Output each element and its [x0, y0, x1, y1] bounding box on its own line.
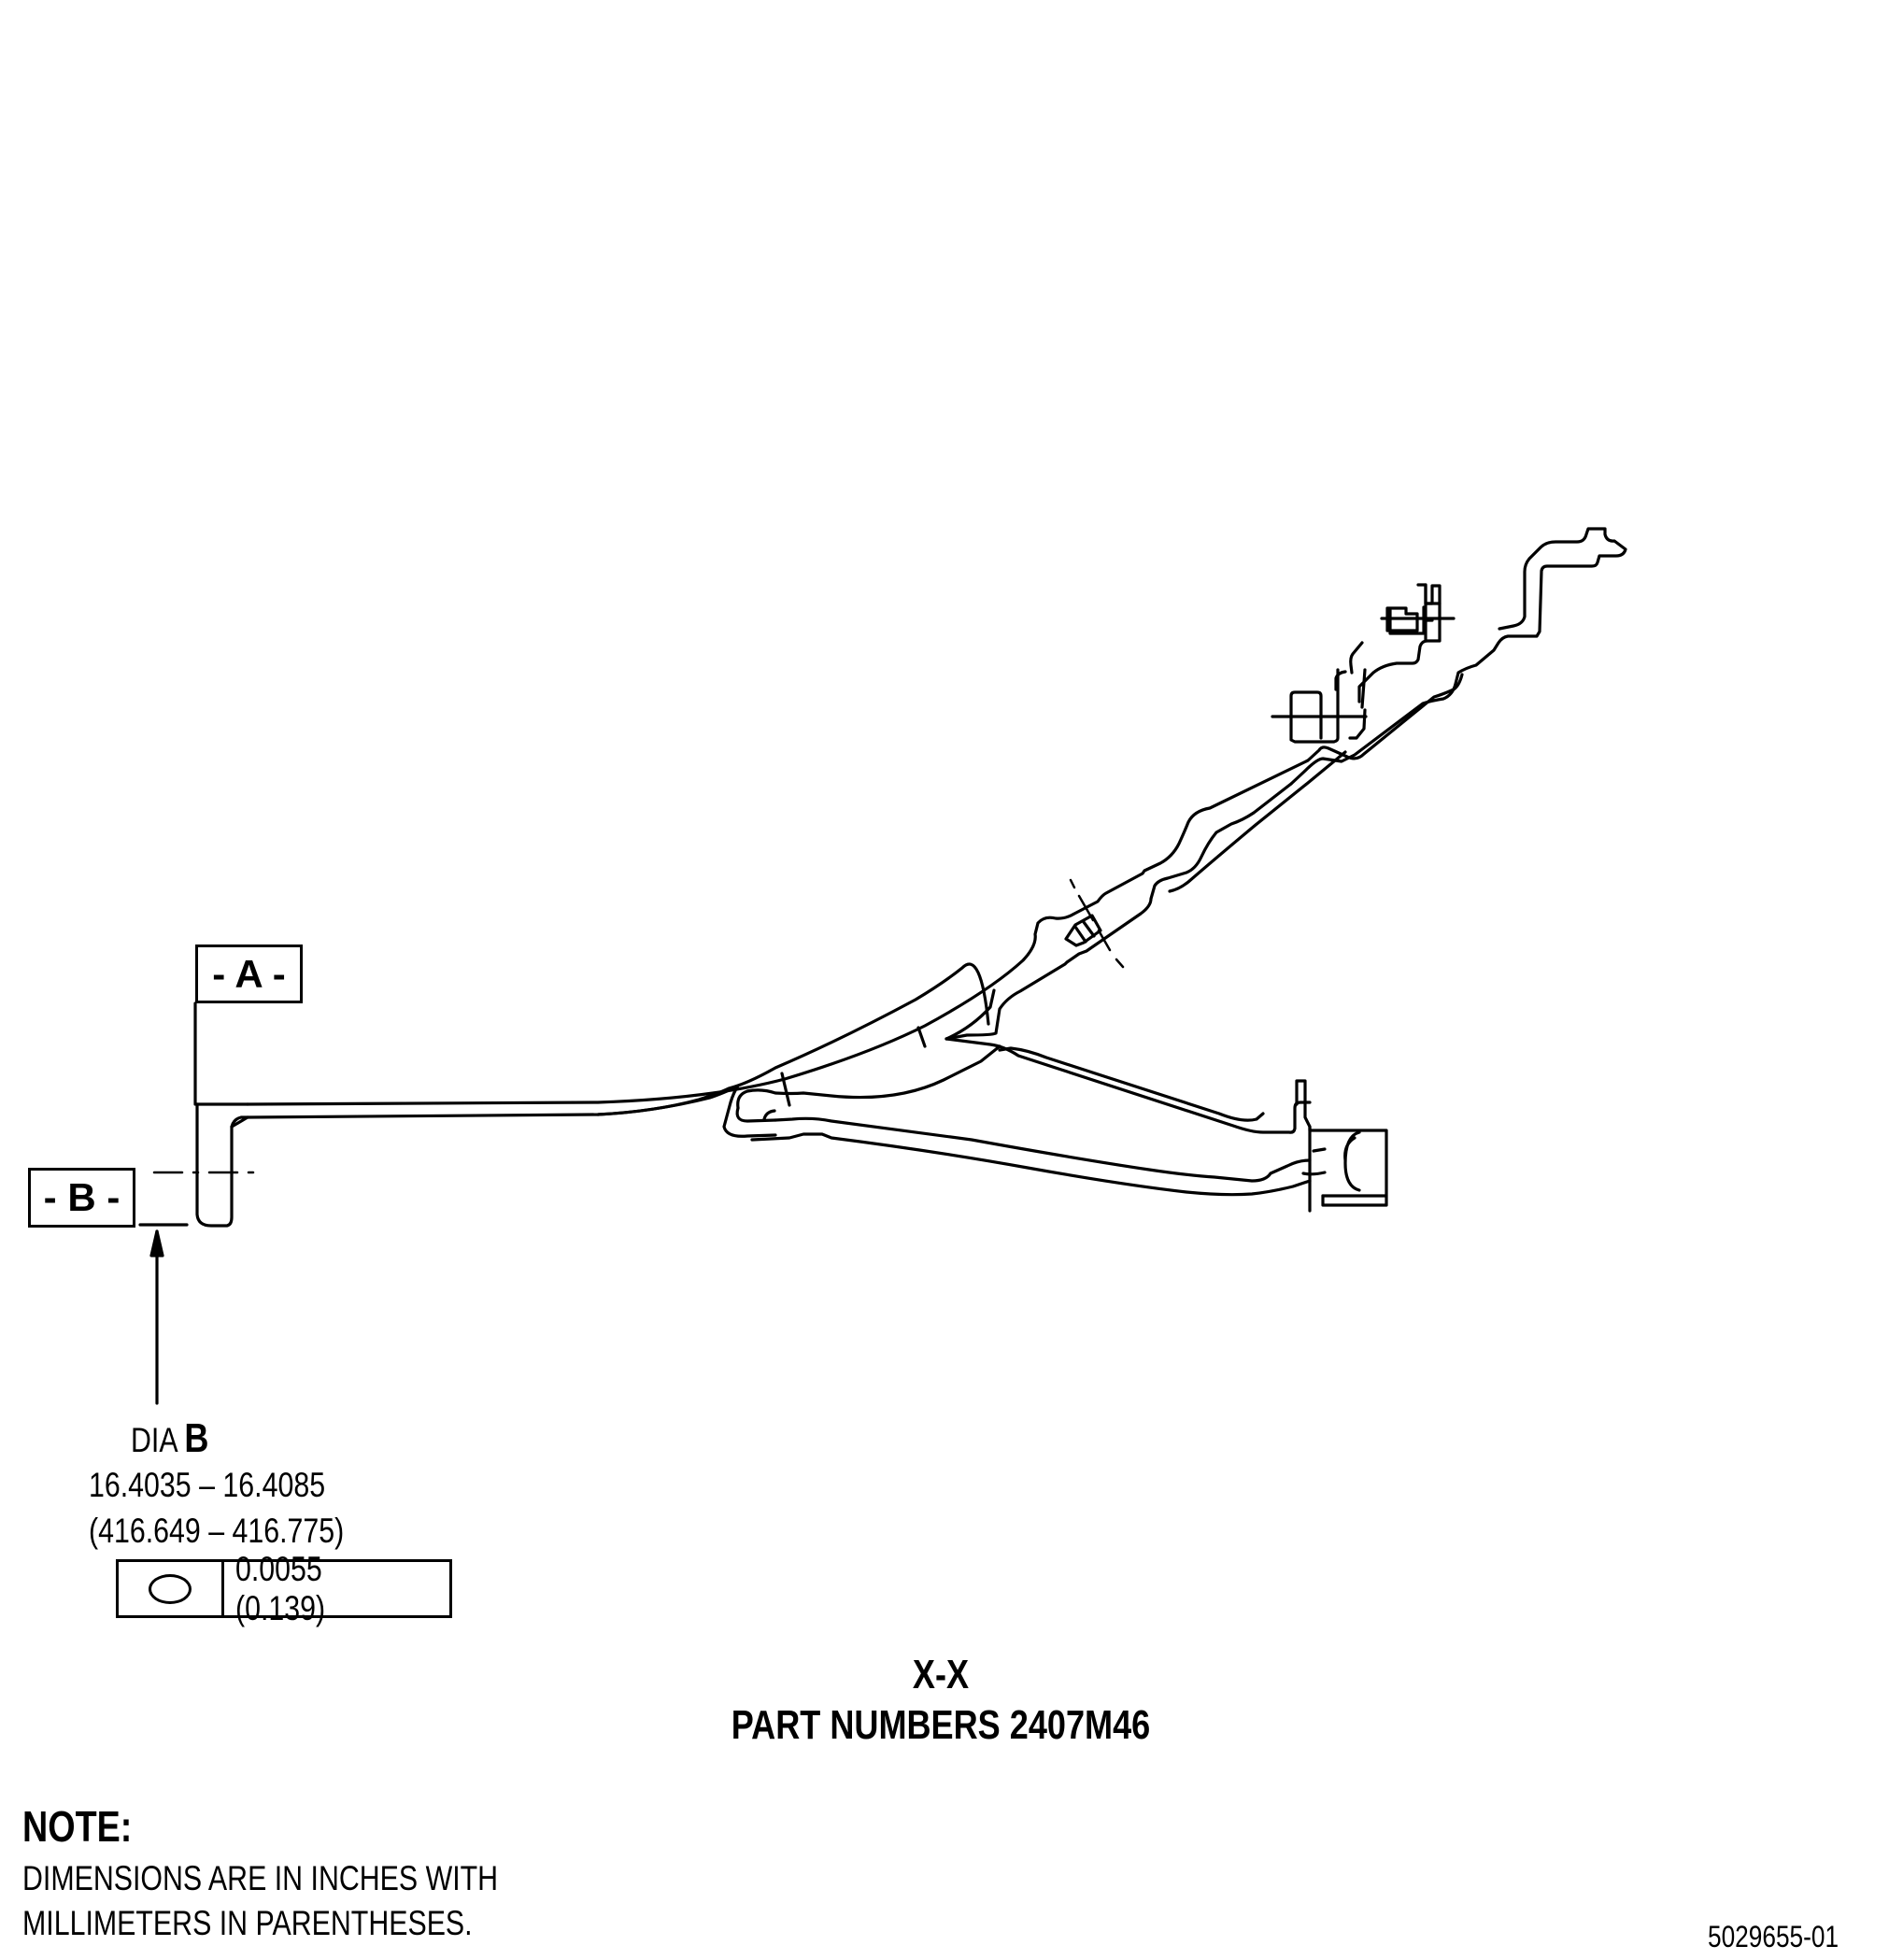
left-flange [195, 1102, 249, 1228]
tolerance-value: 0.0055 (0.139) [235, 1549, 326, 1627]
mid-fitting-centerline [1069, 878, 1125, 969]
datum-b-box: - B - [28, 1168, 135, 1228]
upper-fitting [1289, 668, 1340, 744]
feature-control-frame: 0.0055 (0.139) [116, 1550, 452, 1627]
diagonal-web-inner [1168, 750, 1347, 893]
dia-range-inches: 16.4035 – 16.4085 [89, 1466, 326, 1504]
datum-a-label: - A - [212, 951, 286, 996]
lower-strut-loop [736, 1044, 1001, 1110]
top-bolt [1385, 606, 1419, 632]
section-title-block: X-X PART NUMBERS 2407M46 [0, 1652, 1889, 1749]
inner-diagonal [944, 1037, 1312, 1134]
datum-b-label: - B - [43, 1175, 121, 1219]
note-line-1: DIMENSIONS ARE IN INCHES WITH [22, 1859, 499, 1897]
fork-junction [944, 782, 1293, 1041]
circularity-icon [149, 1573, 192, 1604]
lower-strut-top [774, 1116, 1312, 1183]
dia-label: B [184, 1415, 209, 1461]
upper-arm-bottom [246, 962, 990, 1119]
circularity-symbol-cell [119, 1562, 224, 1615]
lower-strut-bottom [750, 1132, 1312, 1197]
dia-range-mm: (416.649 – 416.775) [89, 1512, 345, 1550]
dia-prefix: DIA [131, 1421, 177, 1459]
note-heading: NOTE: [22, 1802, 133, 1851]
note-line-2: MILLIMETERS IN PARENTHESES. [22, 1904, 473, 1942]
part-numbers-title: PART NUMBERS 2407M46 [731, 1702, 1151, 1748]
section-label: X-X [912, 1652, 970, 1697]
diagonal-web-outer [1289, 527, 1627, 786]
dia-b-callout: DIA B [131, 1415, 208, 1462]
upper-arm-top [246, 673, 1464, 1106]
tolerance-value-cell: 0.0055 (0.139) [224, 1550, 449, 1627]
upper-arm-inner [230, 1084, 777, 1138]
mid-fitting [1064, 914, 1102, 947]
datum-a-box: - A - [195, 944, 303, 1003]
arrowhead [149, 1229, 164, 1257]
figure-id: 5029655-01 [1708, 1920, 1839, 1953]
